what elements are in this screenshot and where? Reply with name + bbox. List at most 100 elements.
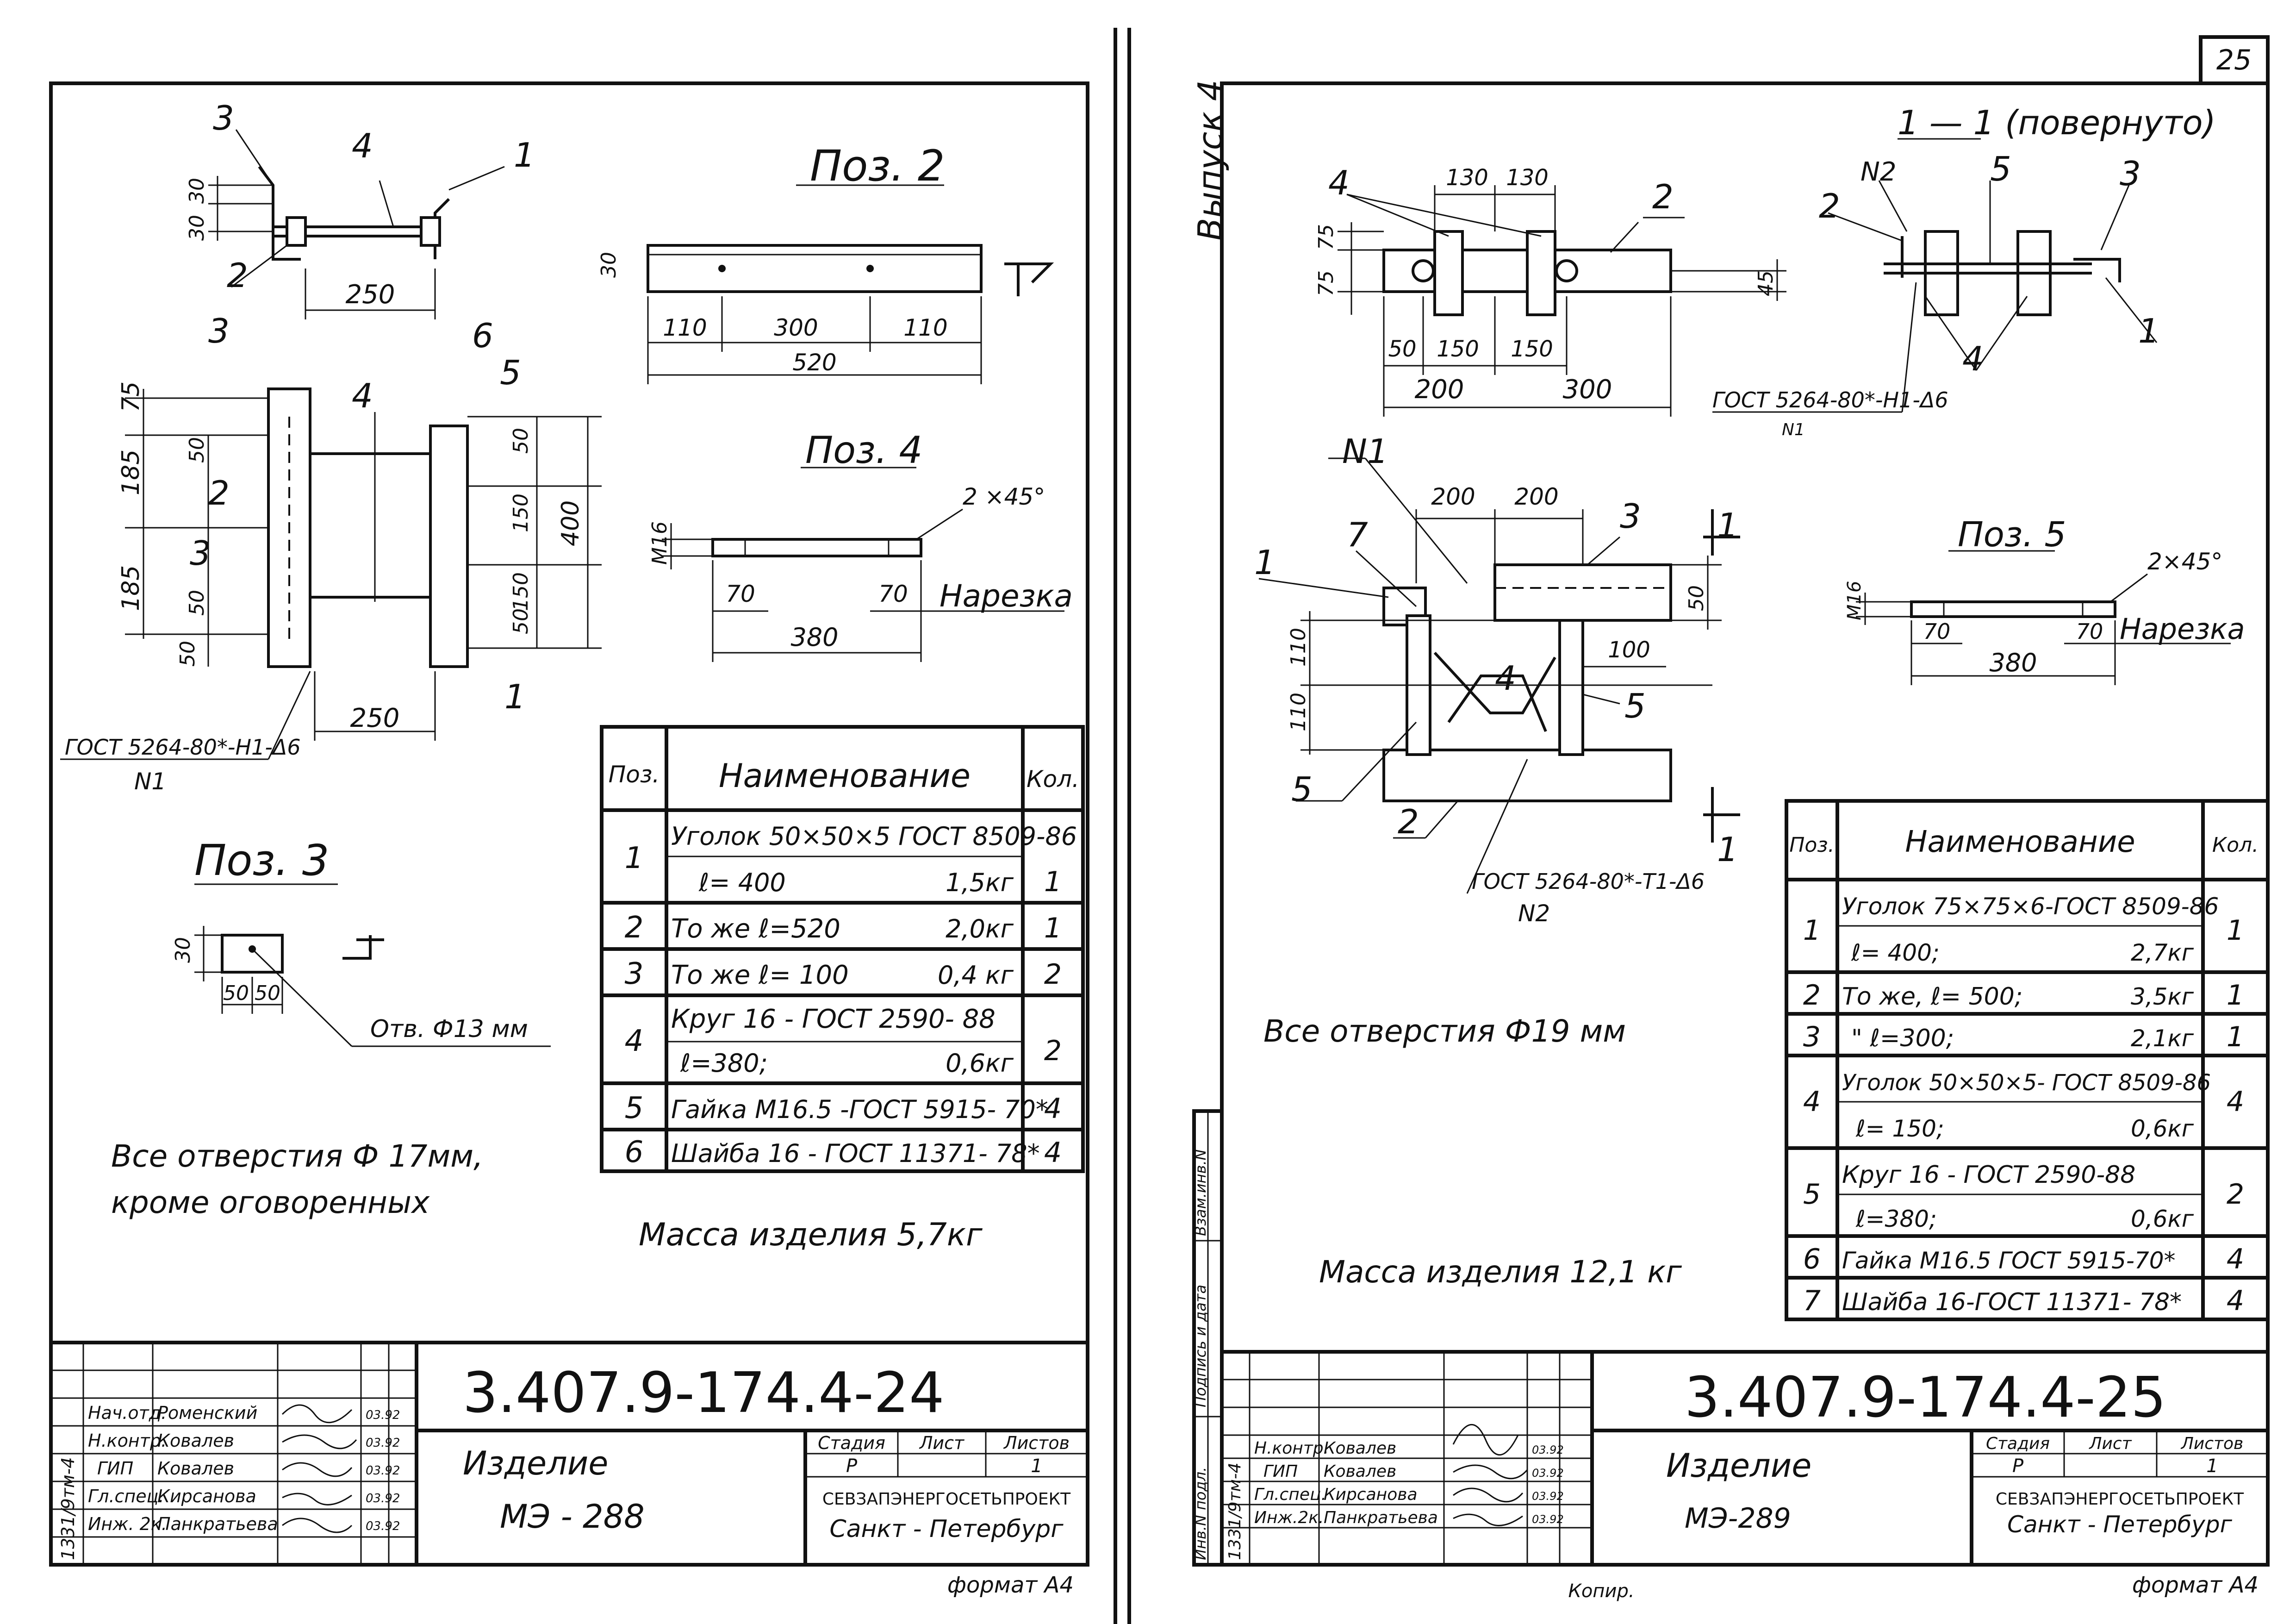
stamp-name: Ковалев bbox=[157, 1458, 234, 1479]
spec-qty: 1 bbox=[2227, 979, 2244, 1012]
dim: 200 bbox=[1431, 483, 1475, 510]
stamp-name: Ковалев bbox=[1324, 1462, 1396, 1481]
spec-mass: 0,6кг bbox=[2131, 1115, 2194, 1142]
stamp-stage-label: Стадия bbox=[1986, 1434, 2050, 1453]
stamp-org: СЕВЗАПЭНЕРГОСЕТЬПРОЕКТ bbox=[822, 1490, 1071, 1509]
spec-pos: 6 bbox=[1803, 1243, 1821, 1275]
spec-length: ℓ= 400 bbox=[698, 868, 786, 897]
stamp-role: Инж. 2к. bbox=[88, 1514, 167, 1534]
spec-mass: 2,1кг bbox=[2131, 1025, 2194, 1052]
dim: 75 bbox=[117, 381, 145, 412]
poz2-title: Поз. 2 bbox=[810, 141, 945, 191]
spec-mass: 2,0кг bbox=[946, 914, 1014, 943]
dim: 380 bbox=[1989, 648, 2037, 677]
spec-name: " ℓ=300; bbox=[1851, 1024, 1954, 1052]
dim: 30 bbox=[185, 178, 209, 204]
stamp-sheets-label: Листов bbox=[1003, 1433, 1070, 1453]
right-top-view bbox=[1338, 185, 1786, 417]
callout: 6 bbox=[472, 316, 493, 355]
poz4-chamfer: 2 ×45° bbox=[963, 483, 1045, 510]
dim: 50 bbox=[223, 981, 249, 1005]
spec-length: ℓ=380; bbox=[1855, 1206, 1937, 1232]
spec-qty: 1 bbox=[2227, 914, 2244, 947]
callout: 3 bbox=[190, 534, 211, 573]
spec-pos: 1 bbox=[625, 841, 644, 875]
left-top-view bbox=[208, 129, 505, 319]
poz4-note: Нарезка bbox=[940, 578, 1073, 614]
stamp-title-right: Изделие bbox=[1666, 1447, 1811, 1485]
callout: 1 bbox=[514, 136, 535, 175]
dim: 200 bbox=[1415, 375, 1464, 405]
dim: 70 bbox=[1923, 619, 1951, 644]
callout: 5 bbox=[1990, 150, 2011, 188]
side-label-2: Подпись и дата bbox=[1192, 1285, 1209, 1407]
dim: 70 bbox=[726, 581, 755, 607]
stamp-sheets: 1 bbox=[1031, 1455, 1042, 1477]
signatures-right bbox=[1452, 1424, 1528, 1526]
dim: 110 bbox=[1287, 628, 1310, 667]
dim: 185 bbox=[117, 450, 145, 495]
callout: 5 bbox=[1624, 687, 1646, 725]
poz4-drawing bbox=[662, 467, 1064, 662]
poz5-chamfer: 2×45° bbox=[2147, 548, 2222, 575]
spec-mass: 1,5кг bbox=[946, 868, 1014, 897]
dim: 30 bbox=[171, 937, 195, 963]
spec-pos: 3 bbox=[625, 957, 644, 991]
dim: 45 bbox=[1754, 270, 1778, 296]
spec-header-qty: Кол. bbox=[2212, 833, 2259, 857]
spec-name: Уголок 50×50×5 ГОСТ 8509-86 bbox=[671, 822, 1077, 851]
spec-name: То же ℓ= 100 bbox=[671, 960, 849, 990]
dim: 150 bbox=[1511, 336, 1553, 362]
spec-mass: 0,6кг bbox=[946, 1049, 1014, 1078]
poz3-hole: Отв. Ф13 мм bbox=[370, 1015, 528, 1043]
stamp-name: Ковалев bbox=[1324, 1439, 1396, 1458]
spec-name: Уголок 50×50×5- ГОСТ 8509-86 bbox=[1842, 1070, 2211, 1096]
spec-qty: 4 bbox=[2227, 1285, 2244, 1317]
dim: 150 bbox=[1437, 336, 1479, 362]
dim: 50 bbox=[1388, 336, 1416, 362]
callout: 1 bbox=[1717, 506, 1738, 545]
spec-name: Гайка М16.5 ГОСТ 5915-70* bbox=[1842, 1247, 2176, 1274]
note-holes-2: кроме оговоренных bbox=[111, 1185, 430, 1220]
stamp-city: Санкт - Петербург bbox=[2007, 1511, 2233, 1538]
side-columns-right bbox=[1192, 1109, 1224, 1567]
spec-qty: 1 bbox=[1044, 912, 1062, 944]
spec-name: Круг 16 - ГОСТ 2590- 88 bbox=[671, 1004, 996, 1034]
callout: 4 bbox=[352, 126, 373, 165]
dim: 30 bbox=[185, 215, 209, 241]
spec-qty: 4 bbox=[1044, 1137, 1062, 1169]
poz3-title: Поз. 3 bbox=[194, 836, 329, 885]
stamp-role: Гл.спец. bbox=[1254, 1485, 1326, 1504]
spec-header-pos: Поз. bbox=[609, 761, 660, 788]
stamp-sheet-label: Лист bbox=[2088, 1434, 2132, 1453]
dim: 520 bbox=[792, 349, 836, 376]
section-title: 1 — 1 (повернуто) bbox=[1898, 103, 2216, 142]
stamp-city: Санкт - Петербург bbox=[829, 1515, 1064, 1543]
weld-note: ГОСТ 5264-80*-Н1-Δ6 bbox=[65, 735, 301, 760]
format-label-right: формат А4 bbox=[2132, 1572, 2259, 1598]
callout: 2 bbox=[208, 474, 230, 512]
dim: 200 bbox=[1514, 483, 1558, 510]
spec-header-name: Наименование bbox=[1905, 825, 2135, 859]
spec-name: Круг 16 - ГОСТ 2590-88 bbox=[1842, 1161, 2135, 1189]
stamp-date: 03.92 bbox=[366, 1519, 400, 1533]
stamp-sheets-label: Листов bbox=[2180, 1434, 2243, 1453]
spec-pos: 2 bbox=[1803, 979, 1821, 1012]
weld-node-bottom: N2 bbox=[1518, 900, 1550, 927]
spec-length: ℓ= 400; bbox=[1851, 939, 1940, 966]
stamp-date: 03.92 bbox=[366, 1464, 400, 1478]
stamp-role: ГИП bbox=[1263, 1462, 1298, 1481]
dim: 100 bbox=[1608, 637, 1650, 663]
stamp-name: Панкратьева bbox=[1324, 1508, 1438, 1527]
callout: 1 bbox=[1254, 543, 1276, 582]
stamp-date: 03.92 bbox=[1532, 1467, 1564, 1480]
callout: 3 bbox=[213, 99, 234, 137]
stamp-title-left: Изделие bbox=[463, 1444, 608, 1482]
stamp-side-code: 1331/9тм-4 bbox=[58, 1457, 78, 1560]
stamp-role: Н.контр. bbox=[88, 1430, 167, 1451]
dim: 50 bbox=[509, 608, 533, 634]
dim: 185 bbox=[117, 565, 145, 611]
spec-qty: 4 bbox=[1044, 1093, 1062, 1125]
callout: 5 bbox=[500, 353, 521, 392]
spec-name: Уголок 75×75×6-ГОСТ 8509-86 bbox=[1842, 893, 2219, 920]
